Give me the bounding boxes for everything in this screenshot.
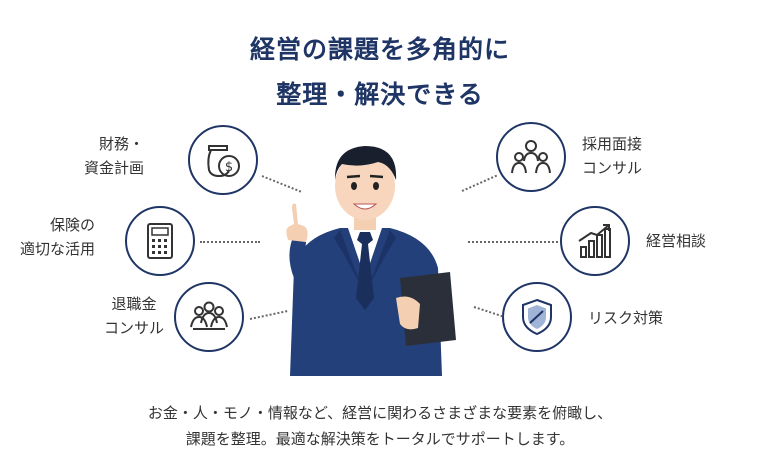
- label-recruitment: 採用面接 コンサル: [582, 135, 643, 177]
- headline-line-1: 経営の課題を多角的に: [249, 35, 510, 64]
- label-management-consulting: 経営相談: [646, 232, 707, 250]
- headline-line-2: 整理・解決できる: [276, 80, 484, 109]
- calculator-icon: [125, 206, 195, 276]
- label-insurance: 保険の 適切な活用: [20, 216, 96, 258]
- businessman-illustration: [286, 146, 456, 376]
- team-icon: [496, 122, 566, 192]
- connector-left-2: [200, 241, 260, 243]
- money-bag-icon: $: [188, 125, 258, 195]
- label-finance: 財務・ 資金計画: [84, 135, 145, 177]
- label-risk-management: リスク対策: [588, 309, 664, 327]
- connector-right-2: [468, 241, 558, 243]
- group-people-icon: [174, 282, 244, 352]
- growth-chart-icon: [560, 206, 630, 276]
- footer-line-1: お金・人・モノ・情報など、経営に関わるさまざまな要素を俯瞰し、: [147, 404, 613, 422]
- label-retirement: 退職金 コンサル: [104, 295, 165, 337]
- shield-icon: [502, 282, 572, 352]
- footer-line-2: 課題を整理。最適な解決策をトータルでサポートします。: [185, 430, 575, 448]
- svg-text:$: $: [225, 160, 233, 175]
